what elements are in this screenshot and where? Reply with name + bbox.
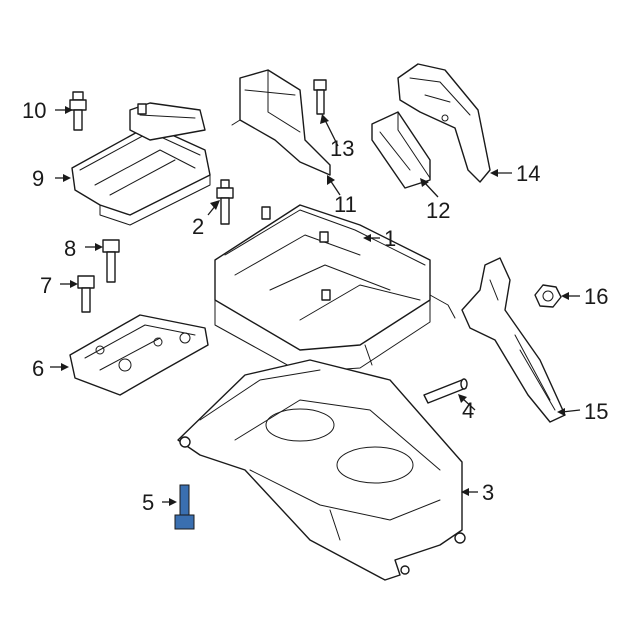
- callout-4: 4: [462, 398, 474, 423]
- callout-15: 15: [584, 399, 608, 424]
- part-16-nut[interactable]: [534, 284, 562, 308]
- callout-9: 9: [32, 166, 44, 191]
- part-8-bolt[interactable]: [102, 239, 120, 283]
- part-15-pedal[interactable]: [461, 257, 566, 423]
- part-6-mounting-bracket[interactable]: [69, 314, 209, 396]
- callout-14: 14: [516, 161, 540, 186]
- callout-1: 1: [384, 226, 396, 251]
- leader-lines: [50, 106, 581, 506]
- callout-13: 13: [330, 136, 354, 161]
- callout-labels: 10 9 2 8 7 6 1 11 13 12 14 16 15 4 3 5: [22, 98, 608, 515]
- callout-11: 11: [334, 192, 357, 217]
- callout-5: 5: [142, 490, 154, 515]
- callout-6: 6: [32, 356, 44, 381]
- part-3-subframe[interactable]: [177, 359, 466, 581]
- part-2-bolt[interactable]: [216, 179, 234, 225]
- part-11-ecu[interactable]: [231, 69, 331, 176]
- part-12-module[interactable]: [371, 111, 431, 189]
- callout-10: 10: [22, 98, 46, 123]
- callout-3: 3: [482, 480, 494, 505]
- part-4-pin[interactable]: [423, 378, 468, 404]
- callout-16: 16: [584, 284, 608, 309]
- callout-8: 8: [64, 236, 76, 261]
- callout-7: 7: [40, 273, 52, 298]
- callout-12: 12: [426, 198, 450, 223]
- part-1-inverter[interactable]: [214, 204, 456, 373]
- part-13-bolt[interactable]: [313, 79, 327, 115]
- part-9-controller-module[interactable]: [71, 102, 211, 226]
- part-7-bolt[interactable]: [77, 275, 95, 313]
- part-10-stud[interactable]: [69, 91, 87, 131]
- callout-2: 2: [192, 214, 204, 239]
- part-14-bracket[interactable]: [397, 63, 491, 183]
- part-5-highlighted-bolt[interactable]: [174, 484, 195, 530]
